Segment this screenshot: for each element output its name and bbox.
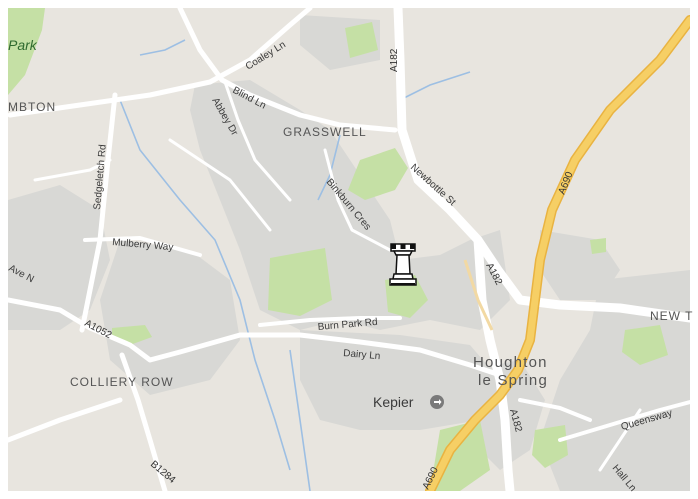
- road-a182-north: A182: [389, 48, 400, 72]
- chess-rook-marker-icon[interactable]: [389, 243, 417, 286]
- label-houghton: Houghton: [473, 354, 548, 371]
- a690-road: [425, 15, 690, 491]
- label-colliery-row: COLLIERY ROW: [70, 375, 174, 389]
- road-mulberry-way: Mulberry Way: [112, 237, 174, 253]
- poi-icon[interactable]: [430, 395, 444, 409]
- waterways: [119, 39, 471, 491]
- label-le-spring: le Spring: [478, 372, 548, 389]
- link-road: [463, 259, 494, 331]
- label-new-town: NEW T: [650, 309, 693, 323]
- label-lambton: MBTON: [8, 100, 56, 114]
- road-burn-park-rd: Burn Park Rd: [317, 317, 378, 333]
- label-grasswell: GRASSWELL: [283, 125, 367, 139]
- minor-roads: [8, 8, 690, 491]
- label-park: Park: [8, 37, 38, 53]
- label-kepier[interactable]: Kepier: [373, 394, 414, 410]
- parks: [8, 8, 668, 491]
- road-dairy-ln: Dairy Ln: [343, 348, 381, 362]
